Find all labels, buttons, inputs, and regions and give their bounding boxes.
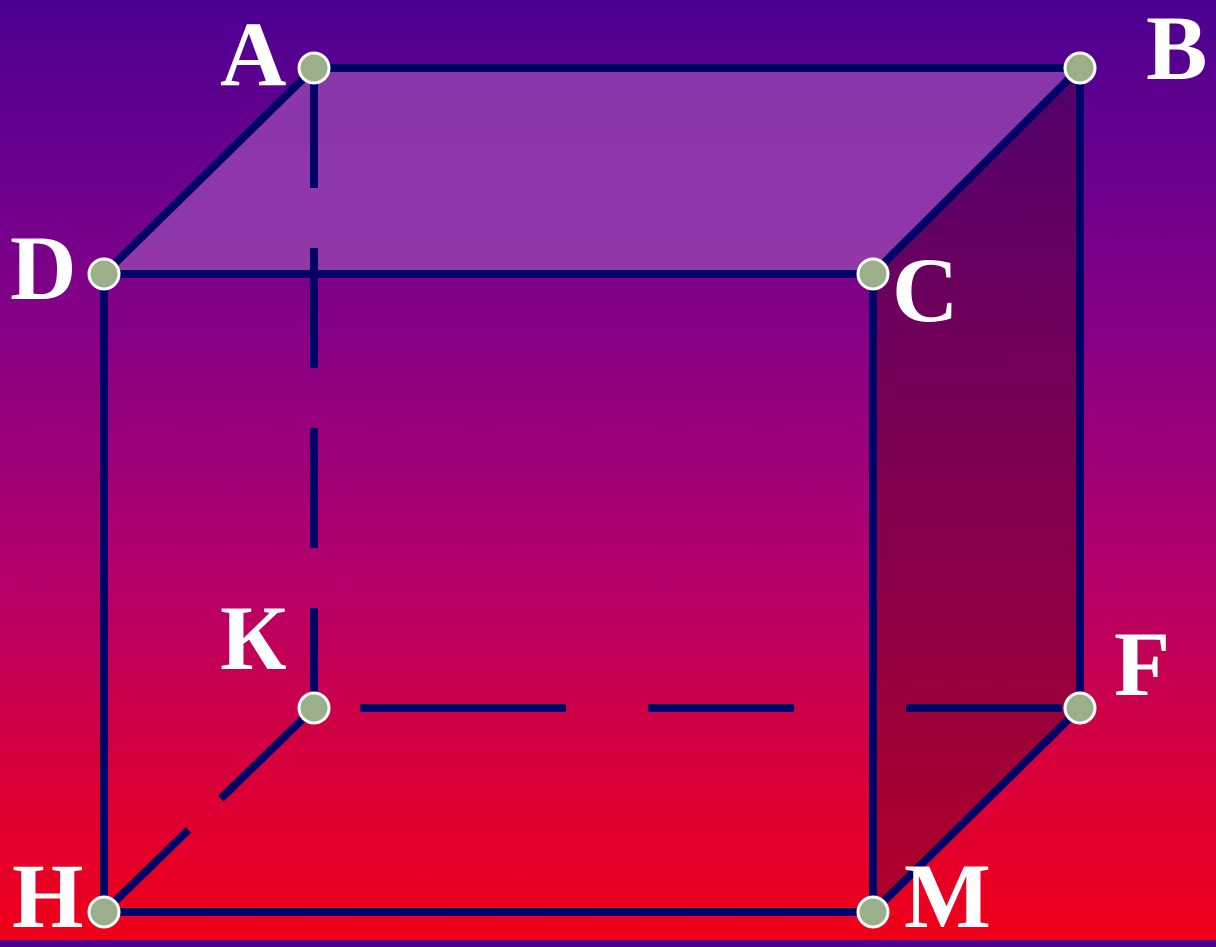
vertex-m-point xyxy=(856,895,890,929)
vertex-d-point xyxy=(87,257,121,291)
vertex-c-point xyxy=(856,257,890,291)
right-face xyxy=(873,68,1080,912)
vertex-label-k: К xyxy=(220,587,287,689)
vertex-b-point xyxy=(1063,51,1097,85)
edge-f-m xyxy=(869,704,1084,916)
vertex-label-h: H xyxy=(12,845,84,947)
edge-k-h xyxy=(101,705,317,915)
vertex-a-point xyxy=(297,51,331,85)
top-face xyxy=(104,68,1080,274)
vertex-label-m: M xyxy=(904,845,991,947)
edge-a-d xyxy=(100,64,318,278)
vertex-label-b: B xyxy=(1146,0,1208,99)
vertex-label-a: A xyxy=(220,3,287,105)
edge-b-c xyxy=(869,64,1084,278)
vertex-k-point xyxy=(297,691,331,725)
vertex-f-point xyxy=(1063,691,1097,725)
vertex-h-point xyxy=(87,895,121,929)
vertex-label-d: D xyxy=(10,217,77,319)
vertex-label-f: F xyxy=(1114,613,1171,715)
vertex-label-c: C xyxy=(892,239,959,341)
